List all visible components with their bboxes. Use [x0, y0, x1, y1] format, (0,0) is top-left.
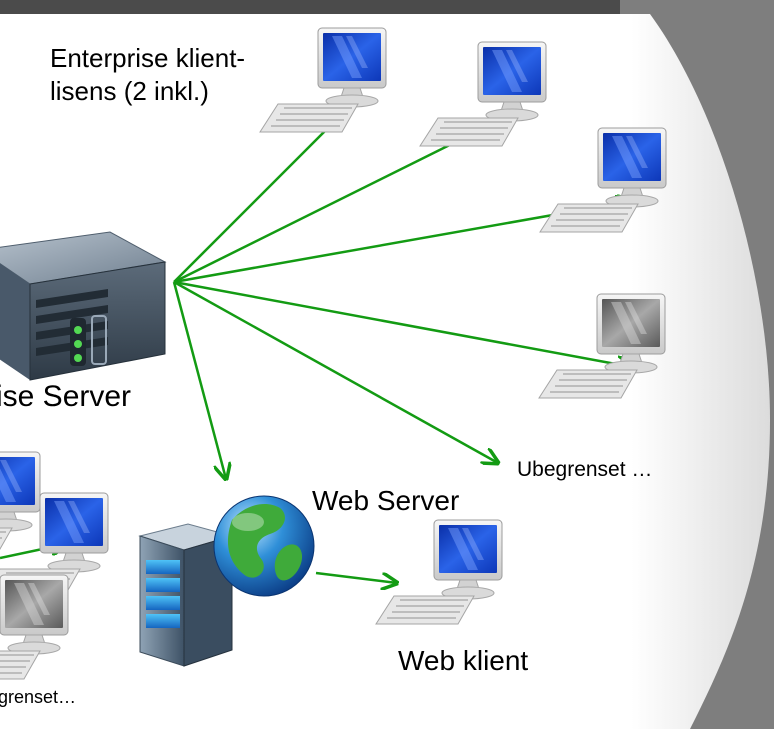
arrow-to-client-1 — [173, 106, 350, 283]
arrow-to-client-4 — [173, 280, 632, 367]
arrow-to-unlimited — [173, 280, 498, 463]
rack-server-icon — [0, 231, 167, 381]
web-server-label: Web Server — [312, 485, 460, 516]
unlimited-clients-label: Ubegrenset … — [517, 458, 653, 481]
arrow-to-web-client — [315, 571, 397, 583]
globe-icon — [213, 495, 315, 597]
connection-arrows — [0, 106, 632, 583]
enterprise-license-line-2: lisens (2 inkl.) — [50, 76, 209, 106]
web-client-label: Web klient — [398, 645, 529, 676]
enterprise-license-line-1: Enterprise klient- — [50, 43, 246, 73]
unlimited-left-label: grenset… — [0, 687, 77, 707]
arrow-to-web-server — [172, 281, 226, 479]
enterprise-license-label: Enterprise klient- lisens (2 inkl.) — [50, 42, 245, 108]
enterprise-server-label: ise Server — [0, 380, 132, 413]
